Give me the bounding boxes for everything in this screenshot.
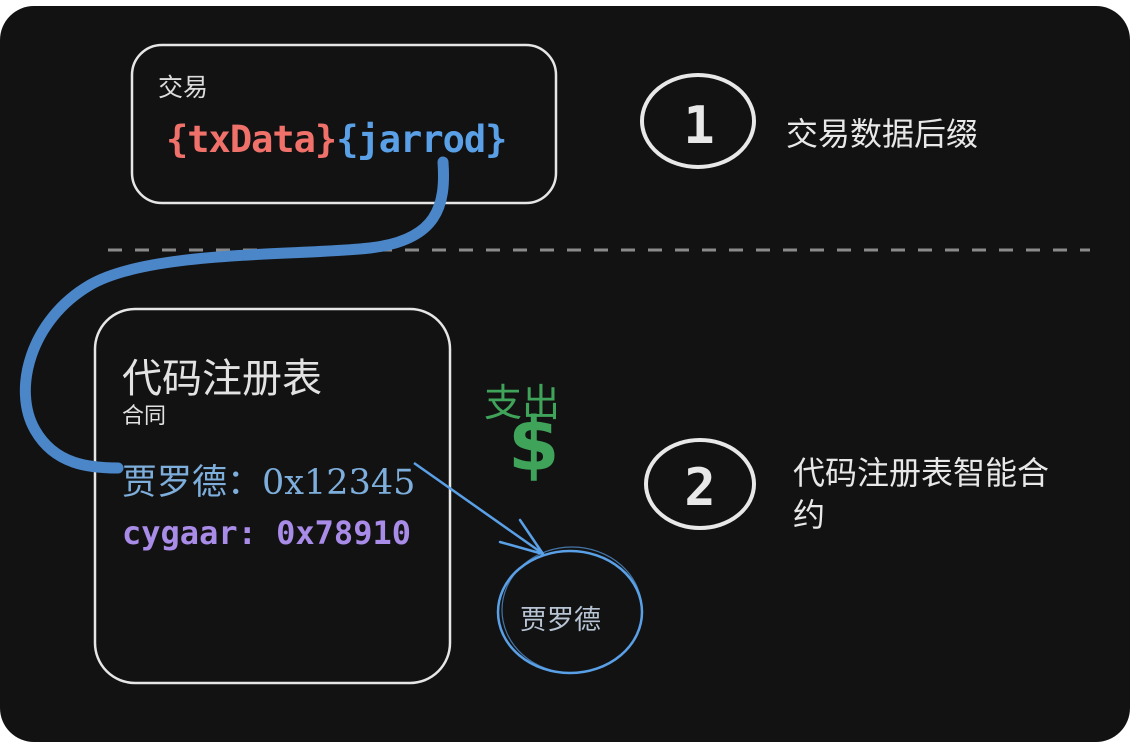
entry-address: 0x12345 (262, 463, 416, 503)
step-2-number: 2 (684, 458, 716, 518)
transaction-payload: {txData}{jarrod} (166, 118, 507, 161)
tx-data-token: {txData} (166, 118, 337, 161)
registry-title: 代码注册表 (122, 356, 322, 402)
entry-address: 0x78910 (276, 514, 411, 552)
diagram-strokes (19, 43, 1090, 685)
arrow-head-icon (498, 518, 545, 556)
step-2-description-line-1: 代码注册表智能合 (793, 454, 1050, 492)
step-2-description: 代码注册表智能合 约 (793, 452, 1049, 536)
entry-name: cygaar (122, 514, 238, 552)
payout-arrow-line (413, 461, 543, 555)
registry-entry-cygaar: cygaar: 0x78910 (122, 514, 411, 552)
entry-name: 贾罗德 (122, 463, 228, 503)
step-1-circle-icon (640, 73, 756, 169)
payout-label: 支出 (484, 381, 561, 425)
transaction-box-outline (130, 43, 558, 205)
entry-separator: ： (227, 463, 263, 503)
suffix-connector-line (19, 156, 449, 474)
recipient-label: 贾罗德 (520, 605, 601, 636)
step-1-description: 交易数据后缀 (786, 115, 979, 153)
jarrod-suffix-token: {jarrod} (336, 118, 507, 161)
diagram-canvas: 交易 {txData}{jarrod} 1 交易数据后缀 代码注册表 合同 贾罗… (0, 6, 1130, 742)
transaction-label: 交易 (158, 73, 209, 102)
entry-separator: : (237, 514, 277, 552)
step-2-description-line-2: 约 (793, 496, 826, 534)
dollar-sign-icon: $ (508, 402, 560, 488)
step-1-number: 1 (683, 96, 715, 156)
registry-box-outline (93, 307, 452, 685)
registry-subtitle: 合同 (122, 404, 167, 429)
step-2-circle-icon (644, 438, 756, 530)
registry-entry-jarrod: 贾罗德：0x12345 (122, 454, 415, 505)
